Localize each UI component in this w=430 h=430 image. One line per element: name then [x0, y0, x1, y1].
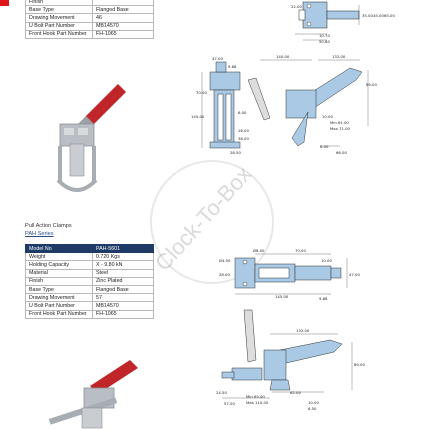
row-value: Steel — [92, 268, 154, 278]
row-key: Finish — [25, 276, 93, 286]
dim-label: 145.00 — [275, 294, 289, 299]
dim-label: 10.00 — [321, 258, 332, 263]
row-value: Zinc Plated — [92, 276, 154, 286]
drawing-plan-view: 22.00 35.00 45.00 65.00 10.70 50.80 — [291, 1, 395, 44]
row-key: Base Type — [25, 284, 93, 295]
dim-label: 47.00 — [212, 56, 223, 61]
dim-label: 10.00 — [308, 400, 319, 405]
series-link[interactable]: PAH Series — [25, 231, 54, 237]
dim-label: 47.00 — [349, 272, 360, 277]
header-value: PAH-5601 — [92, 243, 154, 254]
dim-label: 65.00 — [384, 13, 395, 18]
product-photo-pull-action-clamp — [48, 360, 138, 429]
dim-label: 28.00 — [219, 272, 230, 277]
dim-label: 10.70 — [319, 33, 330, 38]
row-value: MB14570 — [92, 301, 154, 311]
drawing-top-view: Ø8.00 70.00 Ø4.50 10.00 28.00 145.00 9.6… — [219, 248, 360, 301]
dim-label: Max 110.00 — [246, 400, 269, 405]
dim-label: 50.80 — [319, 39, 330, 44]
table-header-row: Model No PAH-5601 — [25, 243, 154, 254]
dim-label: 132.00 — [332, 54, 346, 59]
row-value: FH-1065 — [92, 309, 154, 319]
dim-label: Min 65.00 — [246, 394, 265, 399]
row-key: Drawing Movement — [25, 13, 93, 23]
row-value: Flanged Base — [92, 284, 154, 295]
row-value: 46 — [92, 13, 154, 23]
row-value: X - 9.80 kN — [92, 260, 154, 270]
row-key: Base Type — [25, 5, 93, 15]
dim-label: 89.00 — [354, 362, 365, 367]
dim-label: Ø4.50 — [219, 258, 231, 263]
dim-label: 38.00 — [238, 136, 249, 141]
dim-label: 45.00 — [373, 13, 384, 18]
dim-label: 66.00 — [336, 150, 347, 155]
dim-label: 24.50 — [216, 390, 227, 395]
watermark-circle — [150, 160, 274, 284]
dim-label: 145.00 — [191, 114, 205, 119]
series-title: Pull Action Clamps — [25, 223, 72, 229]
dim-label: 9.68 — [319, 296, 328, 301]
dim-label: 57.00 — [224, 401, 235, 406]
dim-label: 28.50 — [230, 150, 241, 155]
dim-label: 9.68 — [228, 64, 237, 69]
row-key: Material — [25, 268, 93, 278]
dim-label: 35.00 — [362, 13, 373, 18]
dim-label: 70.00 — [295, 248, 306, 253]
header-key: Model No — [25, 243, 93, 254]
row-value: FH-1065 — [92, 29, 154, 39]
dim-label: Ø8.00 — [253, 248, 265, 253]
row-value: MB14570 — [92, 21, 154, 31]
dim-label: 8.50 — [308, 406, 317, 411]
row-key: U Bolt Part Number — [25, 301, 93, 311]
row-value: 57 — [92, 293, 154, 303]
row-value: Flanged Base — [92, 5, 154, 15]
dim-label: 6.00 — [320, 144, 329, 149]
product-photo-latch-clamp — [56, 84, 126, 192]
row-key: Front Hook Part Number — [25, 309, 93, 319]
dim-label: 62.00 — [290, 390, 301, 395]
row-key: Front Hook Part Number — [25, 29, 93, 39]
red-tab — [0, 0, 9, 6]
dim-label: 140.00 — [276, 54, 290, 59]
dim-label: 10.00 — [322, 114, 333, 119]
dim-label: 6.00 — [238, 110, 247, 115]
dim-label: 89.00 — [366, 82, 377, 87]
dim-label: 132.00 — [296, 328, 310, 333]
row-key: Drawing Movement — [25, 293, 93, 303]
drawing-side-elevation: 47.00 9.68 70.00 145.00 140.00 132.00 89… — [191, 54, 377, 155]
row-value: 0.720 Kgs — [92, 252, 154, 262]
row-key: Holding Capacity — [25, 260, 93, 270]
dim-label: 16.00 — [238, 128, 249, 133]
drawing-side-elevation-2: 132.00 89.00 24.50 57.00 Min 65.00 Max 1… — [216, 309, 365, 411]
dim-label: Max 71.00 — [330, 126, 351, 131]
row-key: U Bolt Part Number — [25, 21, 93, 31]
row-key: Weight — [25, 252, 93, 262]
dim-label: 70.00 — [196, 90, 207, 95]
dim-label: Min 61.00 — [330, 120, 349, 125]
dim-label: 22.00 — [291, 4, 302, 9]
